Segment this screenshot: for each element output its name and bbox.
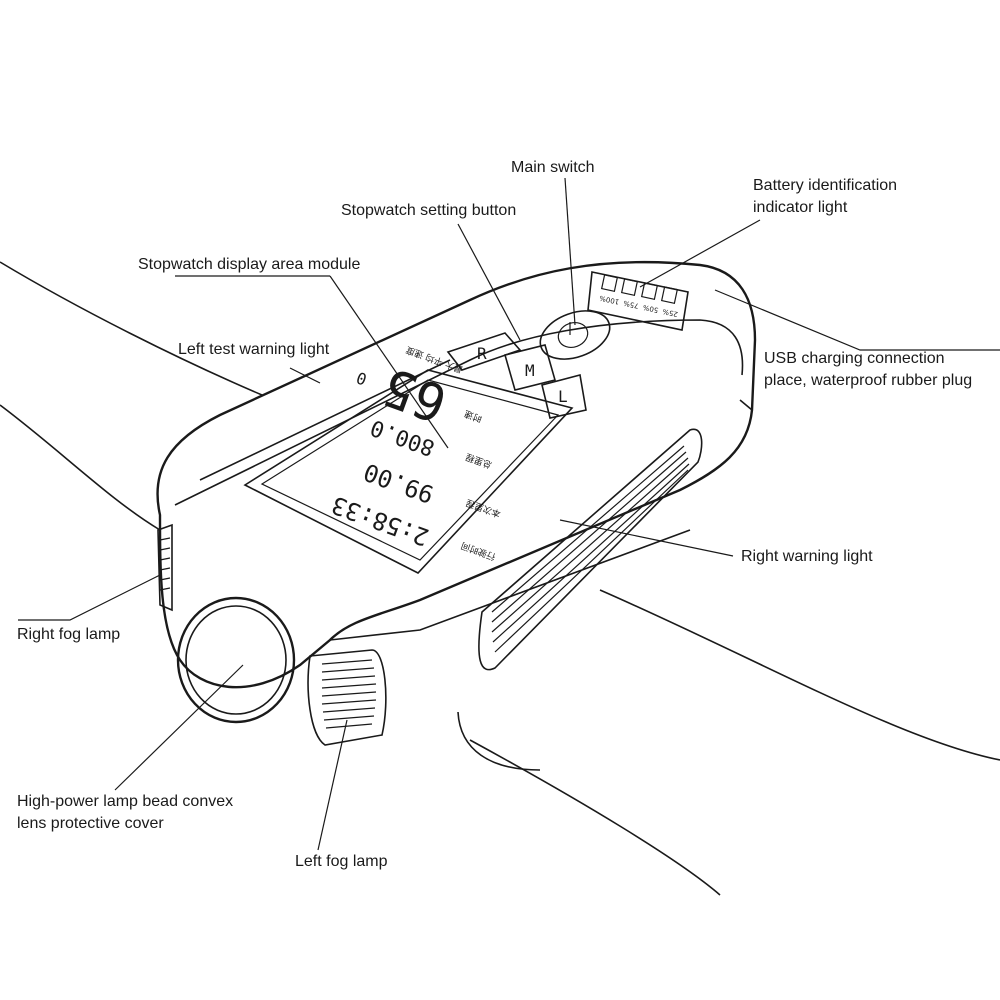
left-warning-label: Left test warning light: [178, 341, 330, 358]
lens-cover-label-line-1: High-power lamp bead convex: [17, 793, 234, 810]
left-fog-lamp: [307, 649, 387, 746]
battery-indicator: [587, 271, 689, 331]
mount-strap: [457, 711, 541, 771]
top-edge-line: [199, 359, 451, 481]
display-contents: 2:58:33 99.00 800.0 65 0 行驶时间 本次里程 总里程 时…: [328, 344, 502, 563]
body-ridge: [174, 319, 744, 506]
battery-level-50: 50%: [642, 303, 659, 314]
right-fog-label: Right fog lamp: [17, 626, 121, 643]
button-m-shape: [504, 344, 556, 391]
usb-port-label: USB charging connection place, waterproo…: [764, 348, 972, 392]
leader-lines: [18, 177, 1000, 851]
button-l-shape: [541, 374, 587, 419]
battery-indicator-label-line-1: Battery identification: [753, 177, 898, 194]
main-switch-button: [539, 310, 611, 360]
lens-cover-label-line-2: lens protective cover: [17, 815, 164, 832]
usb-port-label-line-1: USB charging connection: [764, 350, 945, 367]
display-small-text-3: 总里程: [464, 451, 493, 472]
leader-stopwatch-display: [329, 275, 449, 449]
handlebar-lower-right: [469, 739, 721, 896]
leader-usb: [714, 289, 1000, 351]
leader-right-warning: [559, 519, 734, 557]
lower-edge-line: [329, 529, 691, 641]
leader-stopwatch-button: [457, 223, 521, 341]
leader-left-warning: [289, 367, 321, 384]
battery-level-100: 100%: [598, 294, 620, 306]
stopwatch-button-label: Stopwatch setting button: [341, 202, 517, 219]
body-outline: [156, 260, 757, 689]
display-small-text-4: 时速: [463, 408, 484, 425]
button-m-label: M: [525, 361, 535, 380]
lens-cover-label: High-power lamp bead convex lens protect…: [17, 791, 233, 835]
stopwatch-display-label: Stopwatch display area module: [138, 256, 361, 273]
battery-level-25: 25%: [661, 307, 678, 318]
handlebar-lower-left: [0, 404, 161, 531]
battery-level-75: 75%: [622, 299, 639, 310]
display-outer-frame: [243, 369, 574, 574]
display-small-text-1: 行驶时间: [459, 539, 497, 563]
right-fog-lamp: [157, 523, 173, 612]
battery-indicator-label: Battery identification indicator light: [753, 175, 897, 219]
leader-left-fog: [317, 719, 348, 851]
device-body: [156, 260, 757, 689]
lens-cover: [176, 596, 296, 724]
button-l-label: L: [558, 387, 568, 406]
side-notch: [739, 399, 753, 411]
display-distance: 99.00: [360, 457, 437, 508]
leader-battery: [639, 219, 761, 288]
button-r-shape: [446, 332, 522, 371]
button-r-label: R: [477, 344, 487, 363]
display-module: [243, 369, 574, 574]
main-switch-label: Main switch: [511, 159, 595, 176]
stopwatch-buttons: [446, 332, 587, 419]
left-fog-label: Left fog lamp: [295, 853, 388, 870]
display-zero: 0: [354, 368, 370, 389]
leader-right-fog: [18, 574, 161, 621]
right-warning-label: Right warning light: [741, 548, 873, 565]
display-inner-frame: [260, 379, 560, 561]
right-warning-light: [478, 428, 703, 671]
handlebar-upper-left: [0, 261, 263, 396]
battery-indicator-label-line-2: indicator light: [753, 199, 848, 216]
handlebar-upper-right: [599, 589, 1000, 761]
leader-main-switch: [564, 177, 576, 326]
usb-port-label-line-2: place, waterproof rubber plug: [764, 372, 973, 389]
leader-lens: [114, 664, 244, 791]
